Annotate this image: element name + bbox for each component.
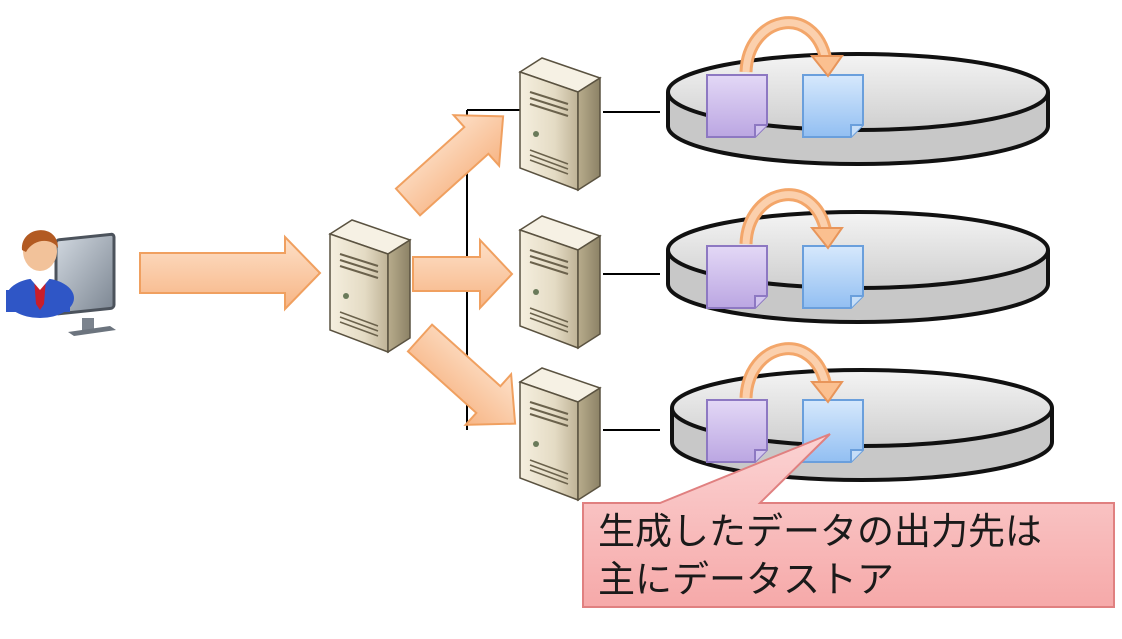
document-icon [802,245,864,309]
server-icon [519,57,601,191]
document-icon [706,399,768,463]
arrow-to-server-3 [406,323,517,426]
server-icon [329,219,411,353]
server-icon [519,215,601,349]
server-icon [519,367,601,501]
callout-text: 生成したデータの出力先は 主にデータストア [598,508,1098,604]
document-icon [706,245,768,309]
callout-box [582,433,1115,608]
request-arrow [139,234,322,312]
callout-line-1: 生成したデータの出力先は [598,510,1042,553]
arrow-to-server-1 [394,114,505,217]
arrow-to-server-2 [412,237,514,311]
callout-line-2: 主にデータストア [598,558,894,601]
user-at-computer-icon [6,230,116,336]
document-icon [802,74,864,138]
document-icon [706,74,768,138]
